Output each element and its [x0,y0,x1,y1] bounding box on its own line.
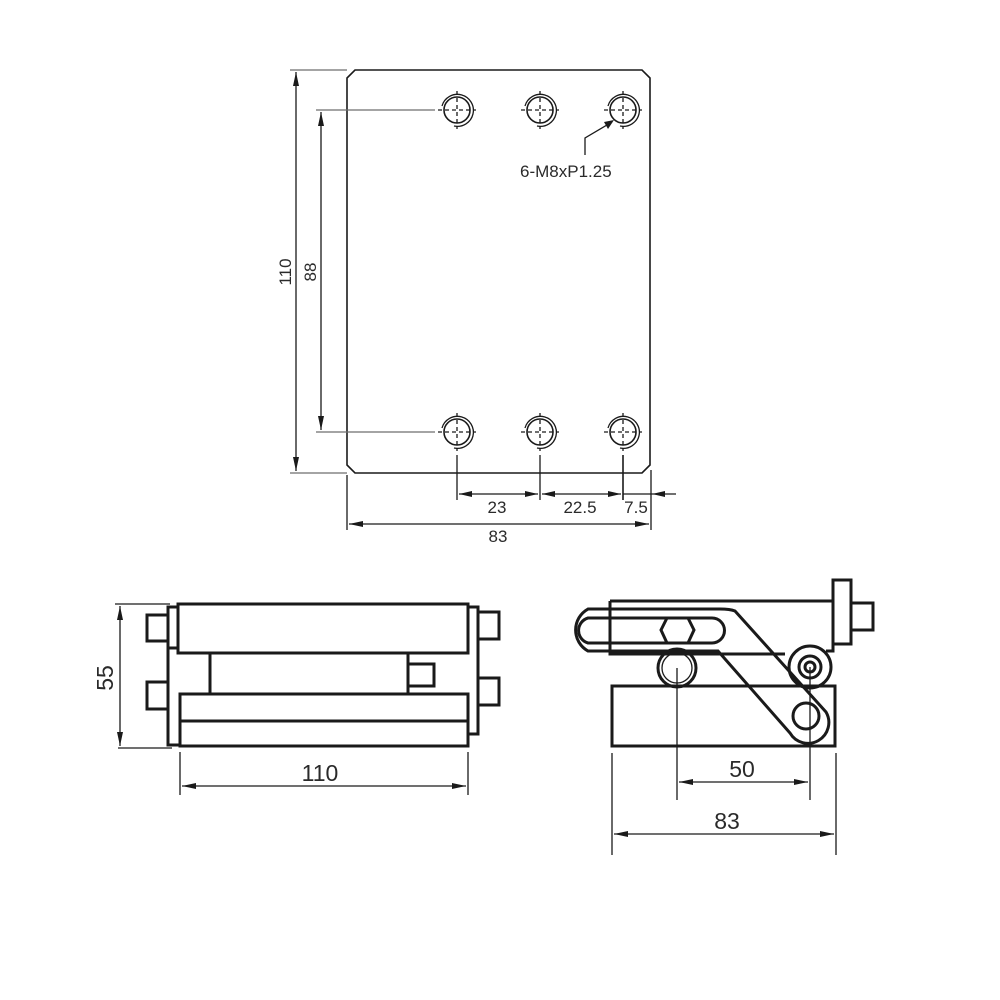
dim-22-5-label: 22.5 [563,498,596,517]
base-bar [178,719,470,748]
dim-55-vertical [115,603,172,749]
threaded-hole-icon [438,91,476,129]
hex-nut-icon [659,616,696,645]
dim-110-horizontal [179,752,469,795]
left-knob-lower [145,680,170,711]
dim-110-label: 110 [276,258,295,285]
front-view: 55 110 [92,602,501,795]
lower-bar [178,692,470,723]
thread-callout-leader [584,120,614,155]
dim-110-front-label: 110 [302,760,339,786]
side-view: 50 83 [574,578,875,855]
dim-50-horizontal [679,779,808,785]
dim-50-label: 50 [729,756,755,782]
dim-83-horizontal [611,753,837,855]
dim-110-vertical [290,69,347,474]
dim-83-top-label: 83 [489,527,508,546]
thread-callout-label: 6-M8xP1.25 [520,162,612,181]
dim-55-label: 55 [92,665,118,691]
dim-hole-spacing [346,455,676,530]
threaded-hole-icon [521,413,559,451]
left-knob-upper [145,613,170,643]
dim-7-5-label: 7.5 [624,498,648,517]
threaded-hole-icon [604,413,642,451]
lever-slot [577,616,726,645]
hole-pattern [438,91,642,451]
side-base-block [610,684,837,748]
threaded-hole-icon [438,413,476,451]
middle-side-knob [406,662,436,688]
top-view: 6-M8xP1.25 110 88 [276,69,676,546]
right-knob-lower [476,676,501,707]
dim-88-label: 88 [301,263,320,282]
right-knob-upper [476,610,501,641]
dim-88-vertical [316,109,435,433]
stop-plate [831,578,853,646]
dim-83-side-label: 83 [714,808,740,834]
plate-outline [346,69,651,474]
stop-knob [849,601,875,632]
lower-pivot-icon [791,701,821,731]
upper-jaw [176,602,470,655]
threaded-hole-icon [604,91,642,129]
toggle-lever [574,607,831,745]
dim-23-label: 23 [488,498,507,517]
threaded-hole-icon [521,91,559,129]
